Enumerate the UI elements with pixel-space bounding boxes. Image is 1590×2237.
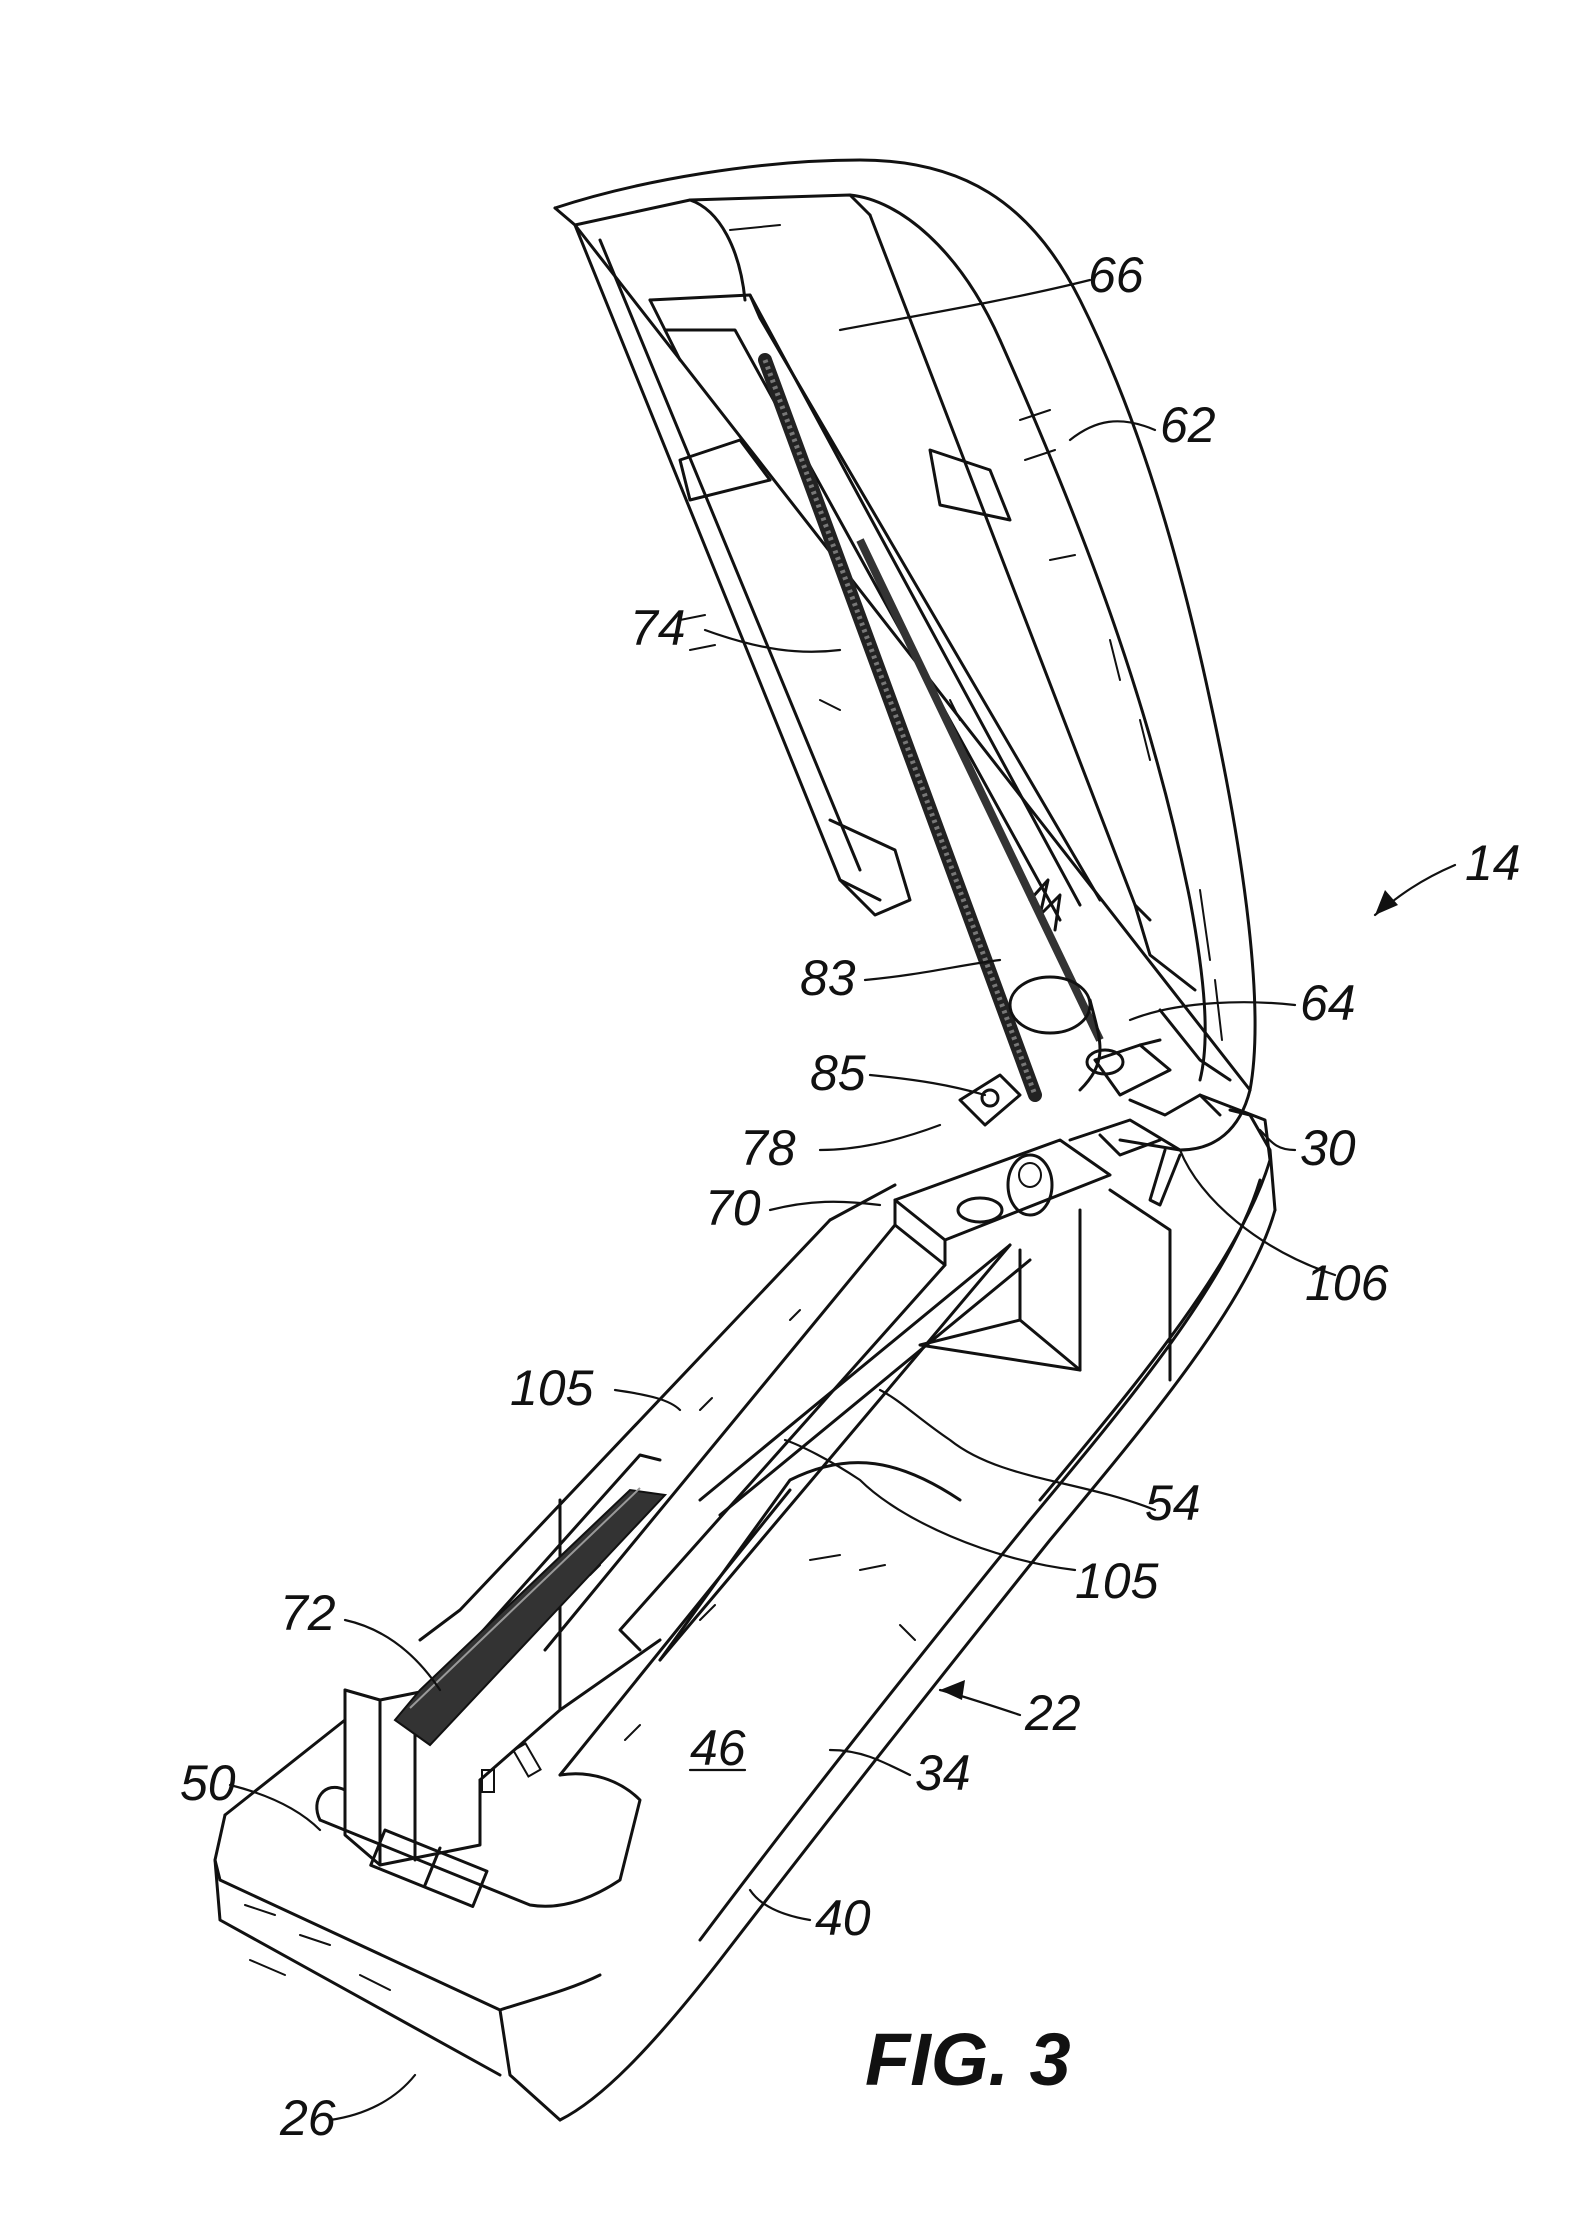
ref-106: 106: [1305, 1255, 1389, 1311]
figure-caption: FIG. 3: [865, 2018, 1071, 2101]
leader-50: [228, 1783, 322, 1832]
leader-105b: [783, 1438, 1077, 1572]
leader-106: [1178, 1148, 1337, 1277]
ref-26: 26: [279, 2090, 336, 2146]
leader-83: [863, 958, 1002, 982]
leader-85: [868, 1073, 987, 1097]
arrowhead-14: [1375, 890, 1398, 915]
leader-30: [1258, 1128, 1297, 1152]
spring: [758, 353, 1104, 1102]
leader-26: [328, 2073, 417, 2122]
leader-74: [703, 628, 842, 653]
hinge-assembly: [893, 975, 1222, 1267]
ref-105-lower: 105: [1075, 1553, 1159, 1609]
ref-70: 70: [705, 1180, 761, 1236]
ref-66: 66: [1088, 247, 1144, 303]
base: [213, 1093, 1277, 2122]
ref-62: 62: [1160, 397, 1216, 453]
leader-66: [838, 278, 1092, 332]
leader-70: [768, 1200, 882, 1212]
ref-14: 14: [1465, 835, 1521, 891]
ref-64: 64: [1300, 975, 1356, 1031]
ref-72: 72: [280, 1585, 336, 1641]
leader-lines: [228, 278, 1457, 2122]
ref-54: 54: [1145, 1475, 1201, 1531]
ref-22: 22: [1024, 1685, 1081, 1741]
staple-magazine: [343, 1183, 1172, 1867]
reference-numerals: 66 62 74 14 83 64 85 78 30 70 106 105 54…: [180, 247, 1521, 2146]
leader-105a: [613, 1388, 682, 1412]
ref-40: 40: [815, 1890, 871, 1946]
ref-105-upper: 105: [510, 1360, 594, 1416]
arrowhead-22: [940, 1680, 965, 1700]
ref-85: 85: [810, 1045, 866, 1101]
ref-34: 34: [915, 1745, 971, 1801]
handle-cover: [553, 158, 1257, 1152]
leader-64: [1128, 1001, 1297, 1022]
ref-50: 50: [180, 1755, 236, 1811]
ref-46: 46: [690, 1720, 746, 1776]
ref-30: 30: [1300, 1120, 1356, 1176]
ref-78: 78: [740, 1120, 796, 1176]
leader-72: [343, 1618, 442, 1692]
leader-34: [828, 1748, 912, 1777]
leader-78: [818, 1123, 942, 1152]
leader-40: [748, 1888, 812, 1922]
leader-62: [1068, 420, 1157, 442]
leader-54: [878, 1388, 1157, 1512]
ref-74: 74: [630, 600, 686, 656]
ref-83: 83: [800, 950, 856, 1006]
